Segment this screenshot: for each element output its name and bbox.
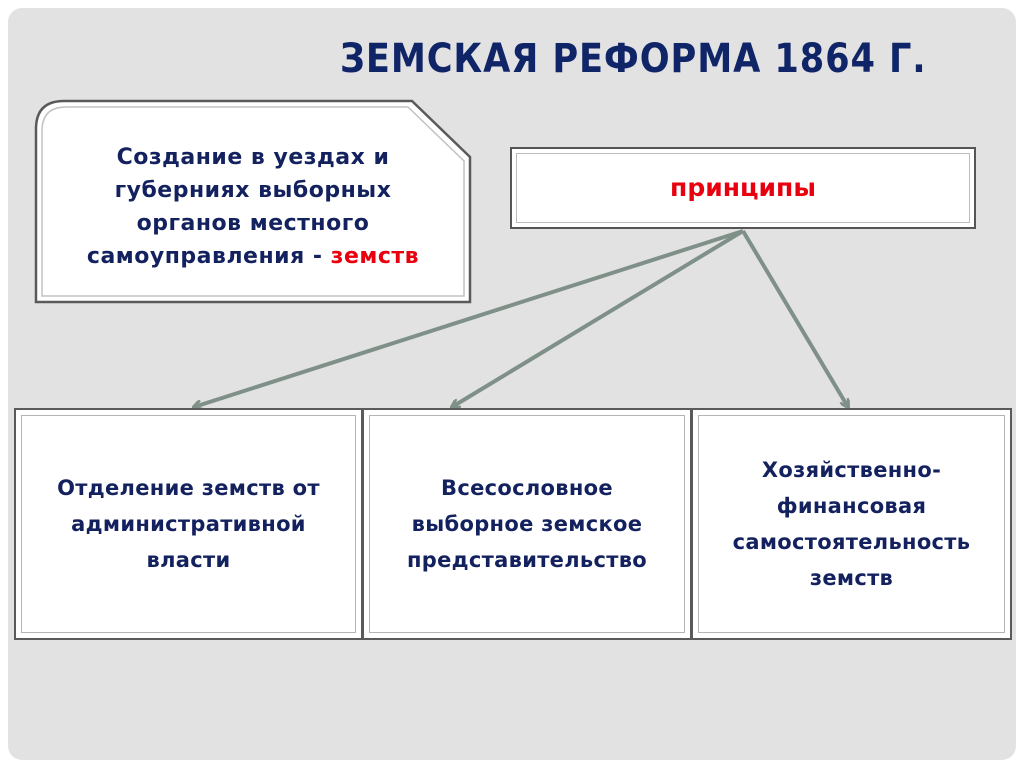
definition-line-prefix: самоуправления -	[86, 244, 331, 269]
principle-line: земств	[809, 566, 894, 590]
definition-text: Создание в уездах и губерниях выборных о…	[34, 141, 472, 273]
principle-line: Всесословное	[441, 476, 613, 500]
principle-text: Всесословное выборное земское представит…	[397, 470, 657, 578]
definition-line: самоуправления - земств	[34, 240, 472, 273]
definition-line: губерниях выборных	[114, 178, 392, 203]
principle-text: Хозяйственно- финансовая самостоятельнос…	[723, 452, 981, 596]
definition-line: Создание в уездах и	[116, 145, 390, 170]
principle-box-representation: Всесословное выборное земское представит…	[362, 408, 692, 640]
principle-line: Хозяйственно-	[761, 458, 942, 482]
principle-line: финансовая	[776, 494, 927, 518]
principles-box: принципы	[510, 147, 976, 229]
principle-box-separation: Отделение земств от административной вла…	[14, 408, 363, 640]
principle-line: Отделение земств от	[57, 476, 320, 500]
principle-line: представительство	[406, 548, 648, 572]
principle-line: выборное земское	[411, 512, 643, 536]
definition-line: органов местного	[136, 211, 370, 236]
principle-line: административной	[71, 512, 306, 536]
definition-box: Создание в уездах и губерниях выборных о…	[34, 99, 472, 304]
principle-line: власти	[146, 548, 231, 572]
definition-highlight-zemstvo: земств	[330, 244, 420, 269]
principle-box-financial-independence: Хозяйственно- финансовая самостоятельнос…	[691, 408, 1012, 640]
principle-text: Отделение земств от административной вла…	[47, 470, 330, 578]
principle-line: самостоятельность	[732, 530, 971, 554]
principles-label: принципы	[670, 173, 816, 202]
slide-title: ЗЕМСКАЯ РЕФОРМА 1864 Г.	[340, 36, 927, 82]
